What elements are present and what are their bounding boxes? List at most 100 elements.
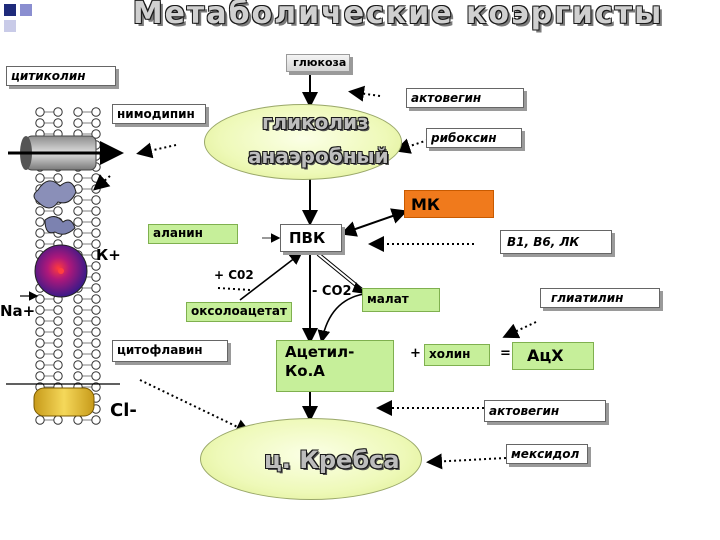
- lipid-head: [73, 195, 83, 205]
- lipid-head: [35, 349, 45, 359]
- lipid-head: [91, 239, 101, 249]
- equals-sign: =: [500, 346, 511, 361]
- actovegin-top-box: актовегин: [406, 88, 524, 108]
- lipid-head: [91, 228, 101, 238]
- page-title: Метаболические коэргисты: [132, 0, 664, 31]
- lipid-head: [91, 129, 101, 139]
- lipid-head: [91, 261, 101, 271]
- lipid-head: [91, 327, 101, 337]
- co2-plus-label: + С02: [214, 268, 254, 282]
- lipid-head: [35, 316, 45, 326]
- nimodipine-box: нимодипин: [112, 104, 206, 124]
- anaerobic-label: анаэробный: [248, 144, 389, 168]
- lipid-head: [73, 316, 83, 326]
- lipid-head: [53, 338, 63, 348]
- krebs-ellipse: [200, 418, 422, 500]
- glycolysis-label: гликолиз: [262, 110, 369, 134]
- lipid-head: [35, 206, 45, 216]
- lipid-head: [53, 206, 63, 216]
- lipid-head: [53, 327, 63, 337]
- alanine-box: аланин: [148, 224, 238, 244]
- mexidol-box: мексидол: [506, 444, 588, 464]
- lipid-head: [73, 371, 83, 381]
- lipid-head: [53, 305, 63, 315]
- lipid-head: [53, 371, 63, 381]
- lipid-head: [73, 360, 83, 370]
- glycolysis-ellipse: [204, 104, 402, 180]
- lipid-head: [91, 338, 101, 348]
- lipid-head: [91, 118, 101, 128]
- lipid-head: [35, 338, 45, 348]
- choline-box: холин: [424, 344, 490, 366]
- lipid-head: [53, 316, 63, 326]
- lipid-head: [91, 184, 101, 194]
- citicoline-box: цитиколин: [6, 66, 116, 86]
- lipid-head: [35, 217, 45, 227]
- lipid-head: [91, 349, 101, 359]
- lipid-head: [35, 107, 45, 117]
- co2-minus-label: - СО2: [312, 284, 352, 299]
- acetyl-coa-box: Ацетил- Ко.А: [276, 340, 394, 392]
- lipid-head: [53, 173, 63, 183]
- lipid-head: [35, 294, 45, 304]
- protein-blob: [33, 180, 77, 235]
- lipid-head: [73, 206, 83, 216]
- lipid-head: [35, 327, 45, 337]
- corner-squares-icon: [4, 4, 44, 34]
- oxaloacetate-box: оксолоацетат: [186, 302, 292, 322]
- lipid-head: [35, 371, 45, 381]
- lipid-head: [73, 338, 83, 348]
- lipid-head: [73, 118, 83, 128]
- lipid-head: [73, 107, 83, 117]
- lipid-head: [35, 173, 45, 183]
- lipid-head: [35, 228, 45, 238]
- lipid-head: [91, 371, 101, 381]
- lipid-head: [91, 250, 101, 260]
- malate-box: малат: [362, 288, 440, 312]
- lipid-head: [73, 228, 83, 238]
- lipid-head: [73, 173, 83, 183]
- lipid-head: [91, 217, 101, 227]
- lipid-head: [53, 415, 63, 425]
- lipid-head: [53, 118, 63, 128]
- lipid-head: [91, 360, 101, 370]
- lipid-head: [35, 239, 45, 249]
- lipid-head: [91, 173, 101, 183]
- lipid-head: [73, 415, 83, 425]
- lipid-head: [35, 415, 45, 425]
- lipid-head: [91, 415, 101, 425]
- na-ion-label: Na+: [0, 302, 36, 320]
- lipid-head: [73, 349, 83, 359]
- lipid-head: [53, 107, 63, 117]
- lipid-head: [73, 239, 83, 249]
- lipid-head: [91, 305, 101, 315]
- lipid-head: [73, 217, 83, 227]
- mk-box: МК: [404, 190, 494, 218]
- lipid-head: [91, 206, 101, 216]
- plus-sign: +: [410, 346, 421, 361]
- lipid-head: [91, 272, 101, 282]
- cl-ion-label: Cl-: [110, 400, 137, 421]
- ion-channel: [8, 135, 124, 171]
- lipid-head: [73, 327, 83, 337]
- cytoflavin-box: цитофлавин: [112, 340, 228, 362]
- k-ion-label: К+: [96, 246, 121, 264]
- lipid-head: [53, 360, 63, 370]
- riboxin-box: рибоксин: [426, 128, 522, 148]
- lipid-head: [53, 349, 63, 359]
- lipid-head: [35, 360, 45, 370]
- lipid-head: [91, 283, 101, 293]
- lipid-head: [91, 316, 101, 326]
- ach-box: АцХ: [512, 342, 594, 370]
- lipid-head: [73, 305, 83, 315]
- lipid-head: [35, 305, 45, 315]
- chloride-channel: [6, 383, 120, 417]
- actovegin-bottom-box: актовегин: [484, 400, 606, 422]
- lipid-head: [73, 294, 83, 304]
- lipid-head: [91, 382, 101, 392]
- receptor-sphere: [34, 244, 88, 298]
- b-vitamins-box: В1, В6, ЛК: [500, 230, 612, 254]
- lipid-head: [91, 195, 101, 205]
- glucose-box: глюкоза: [286, 54, 350, 72]
